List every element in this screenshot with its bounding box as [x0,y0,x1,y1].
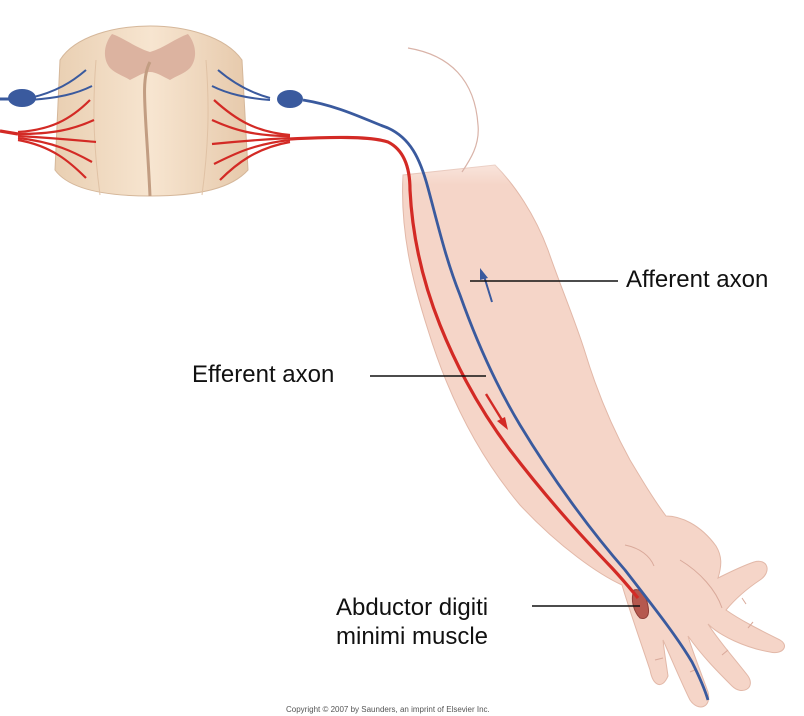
ventral-rootlets [17,99,291,181]
copyright-notice: Copyright © 2007 by Saunders, an imprint… [286,705,490,714]
efferent-axon-label: Efferent axon [192,361,335,388]
afferent-nerve [302,98,710,701]
dorsal-root-ganglion-right [277,90,303,108]
dorsal-root-ganglion-left [8,89,36,107]
dorsal-rootlets [29,69,271,101]
efferent-nerve [289,135,640,600]
efferent-direction-arrow [484,393,508,430]
afferent-axon-label: Afferent axon [626,266,769,293]
muscle-label: Abductor digiti minimi muscle [336,594,488,652]
muscle-label-line2: minimi muscle [336,622,489,650]
median-fissure [143,61,152,197]
wrist-crease [624,544,655,567]
cord-shading-left [93,59,101,196]
shoulder-outline [407,47,479,173]
spinal-cord [17,25,291,197]
arm-skin [402,164,785,708]
muscle-label-line1: Abductor digiti [336,594,489,621]
efferent-nerve-left [0,129,19,136]
gray-matter [104,34,196,80]
cord-shading-right [201,59,209,196]
palm-crease [679,559,723,609]
spinal-cord-body [54,25,249,197]
